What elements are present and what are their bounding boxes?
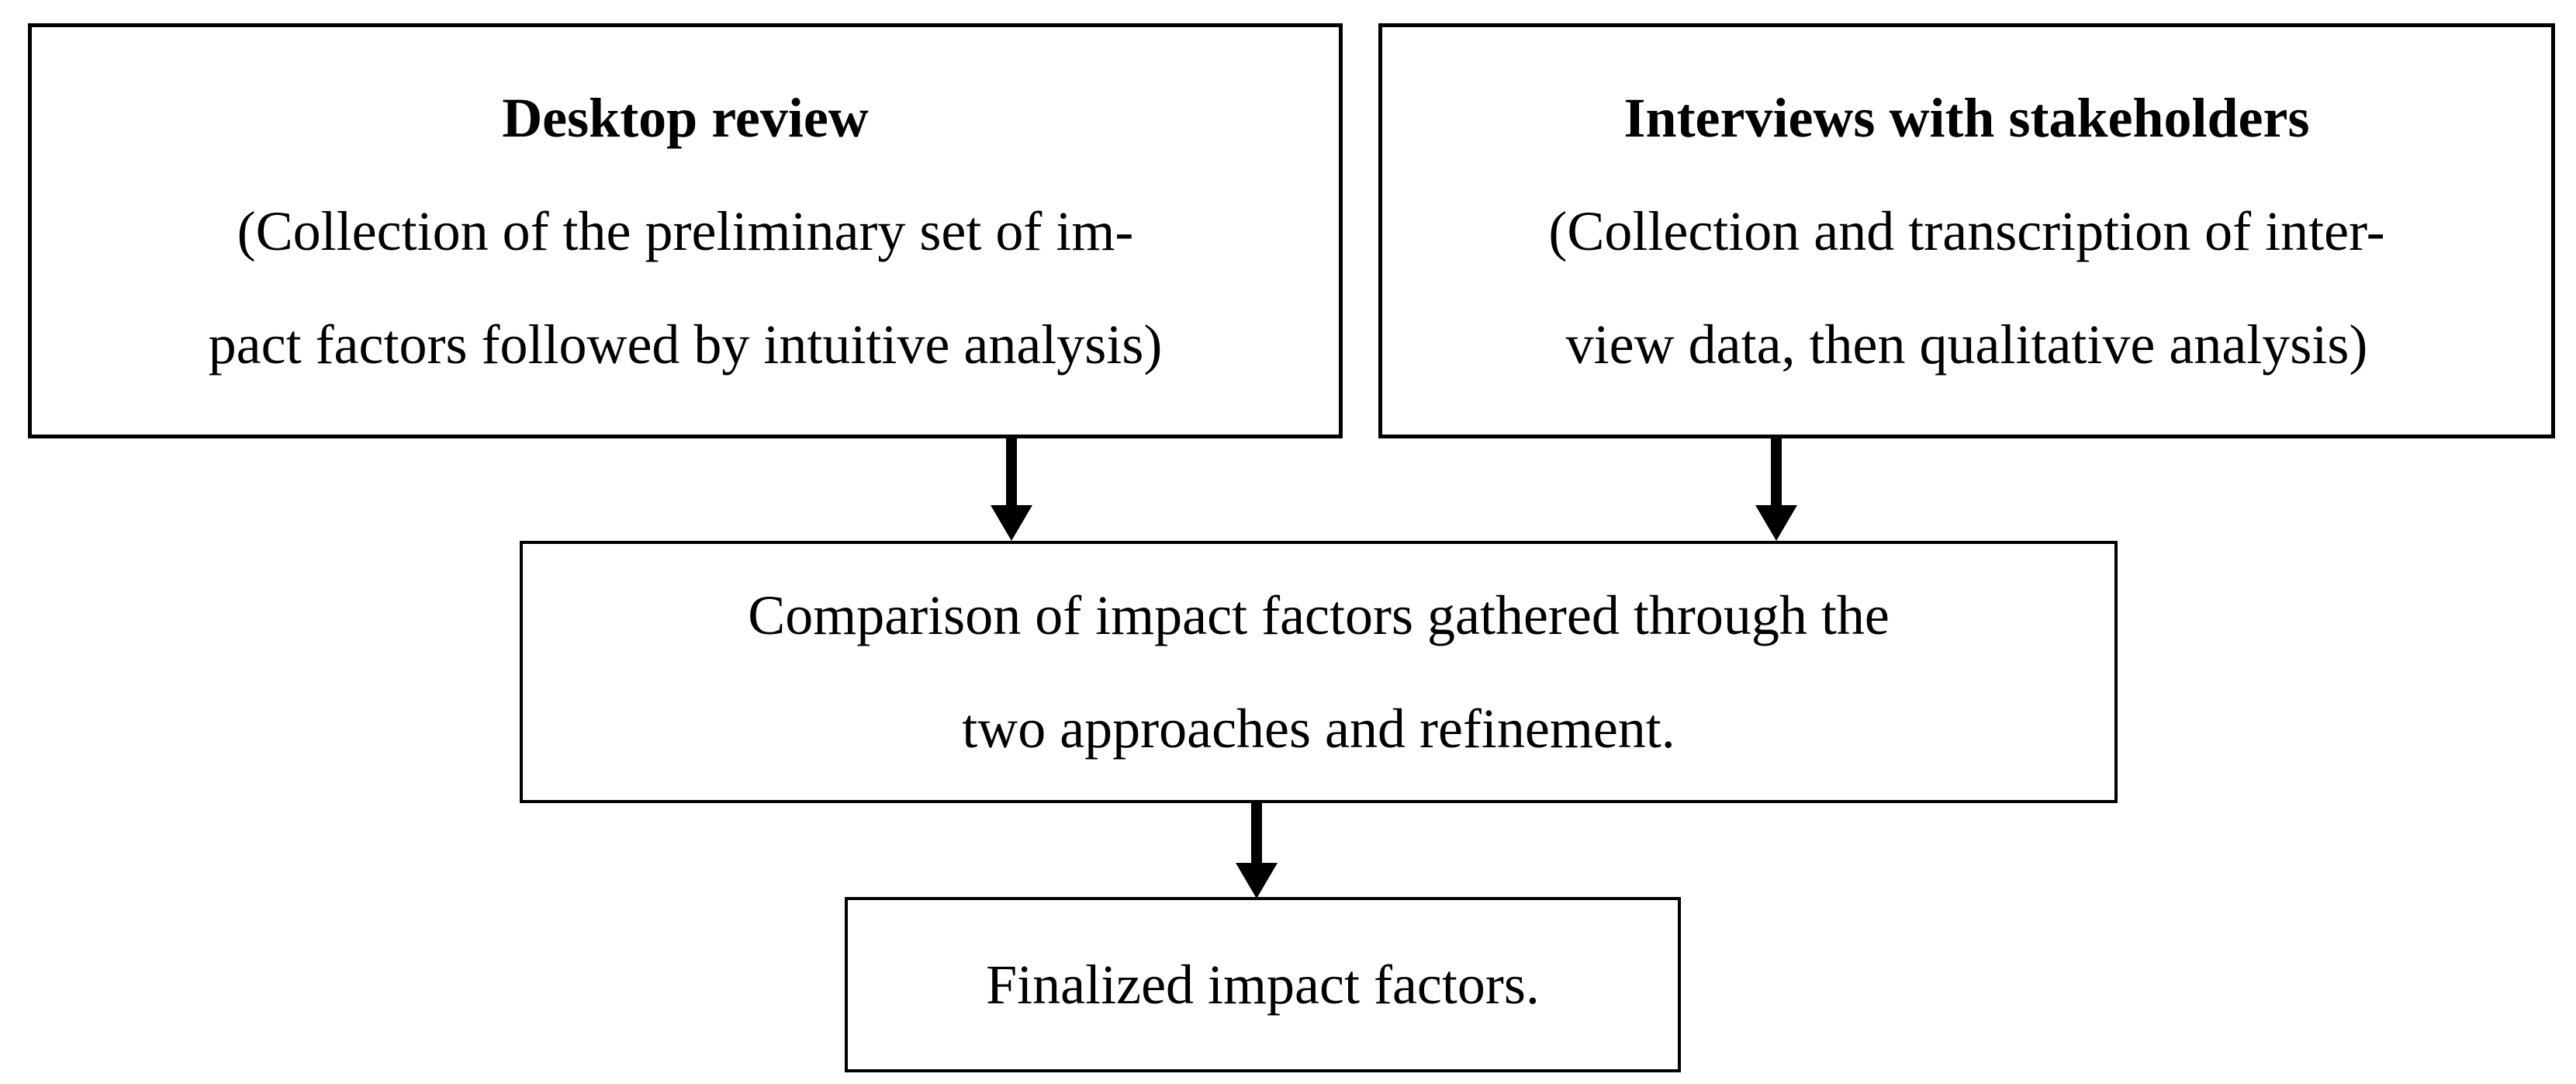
comparison-body-line-1: Comparison of impact factors gathered th… bbox=[748, 584, 1890, 646]
arrow-down-icon bbox=[1236, 863, 1278, 899]
desktop-review-body-line-1: (Collection of the preliminary set of im… bbox=[237, 199, 1134, 262]
interviews-body-line-2: view data, then qualitative analysis) bbox=[1565, 313, 2368, 376]
arrow-down-icon bbox=[1755, 505, 1797, 541]
arrow-stem bbox=[1771, 437, 1782, 508]
interviews-title: Interviews with stakeholders bbox=[1623, 86, 2310, 149]
box-interviews-with-stakeholders: Interviews with stakeholders (Collection… bbox=[1378, 23, 2555, 438]
arrow-down-icon bbox=[991, 505, 1032, 541]
finalized-body-line-1: Finalized impact factors. bbox=[986, 954, 1540, 1016]
box-finalized-impact-factors: Finalized impact factors. bbox=[845, 897, 1681, 1072]
desktop-review-title: Desktop review bbox=[502, 86, 869, 149]
box-comparison-of-impact-factors: Comparison of impact factors gathered th… bbox=[520, 541, 2118, 803]
arrow-stem bbox=[1251, 802, 1262, 866]
interviews-body-line-1: (Collection and transcription of inter- bbox=[1548, 199, 2385, 262]
comparison-body-line-2: two approaches and refinement. bbox=[962, 698, 1675, 760]
box-desktop-review: Desktop review (Collection of the prelim… bbox=[28, 23, 1343, 438]
desktop-review-body-line-2: pact factors followed by intuitive analy… bbox=[208, 313, 1163, 376]
arrow-stem bbox=[1006, 437, 1017, 508]
